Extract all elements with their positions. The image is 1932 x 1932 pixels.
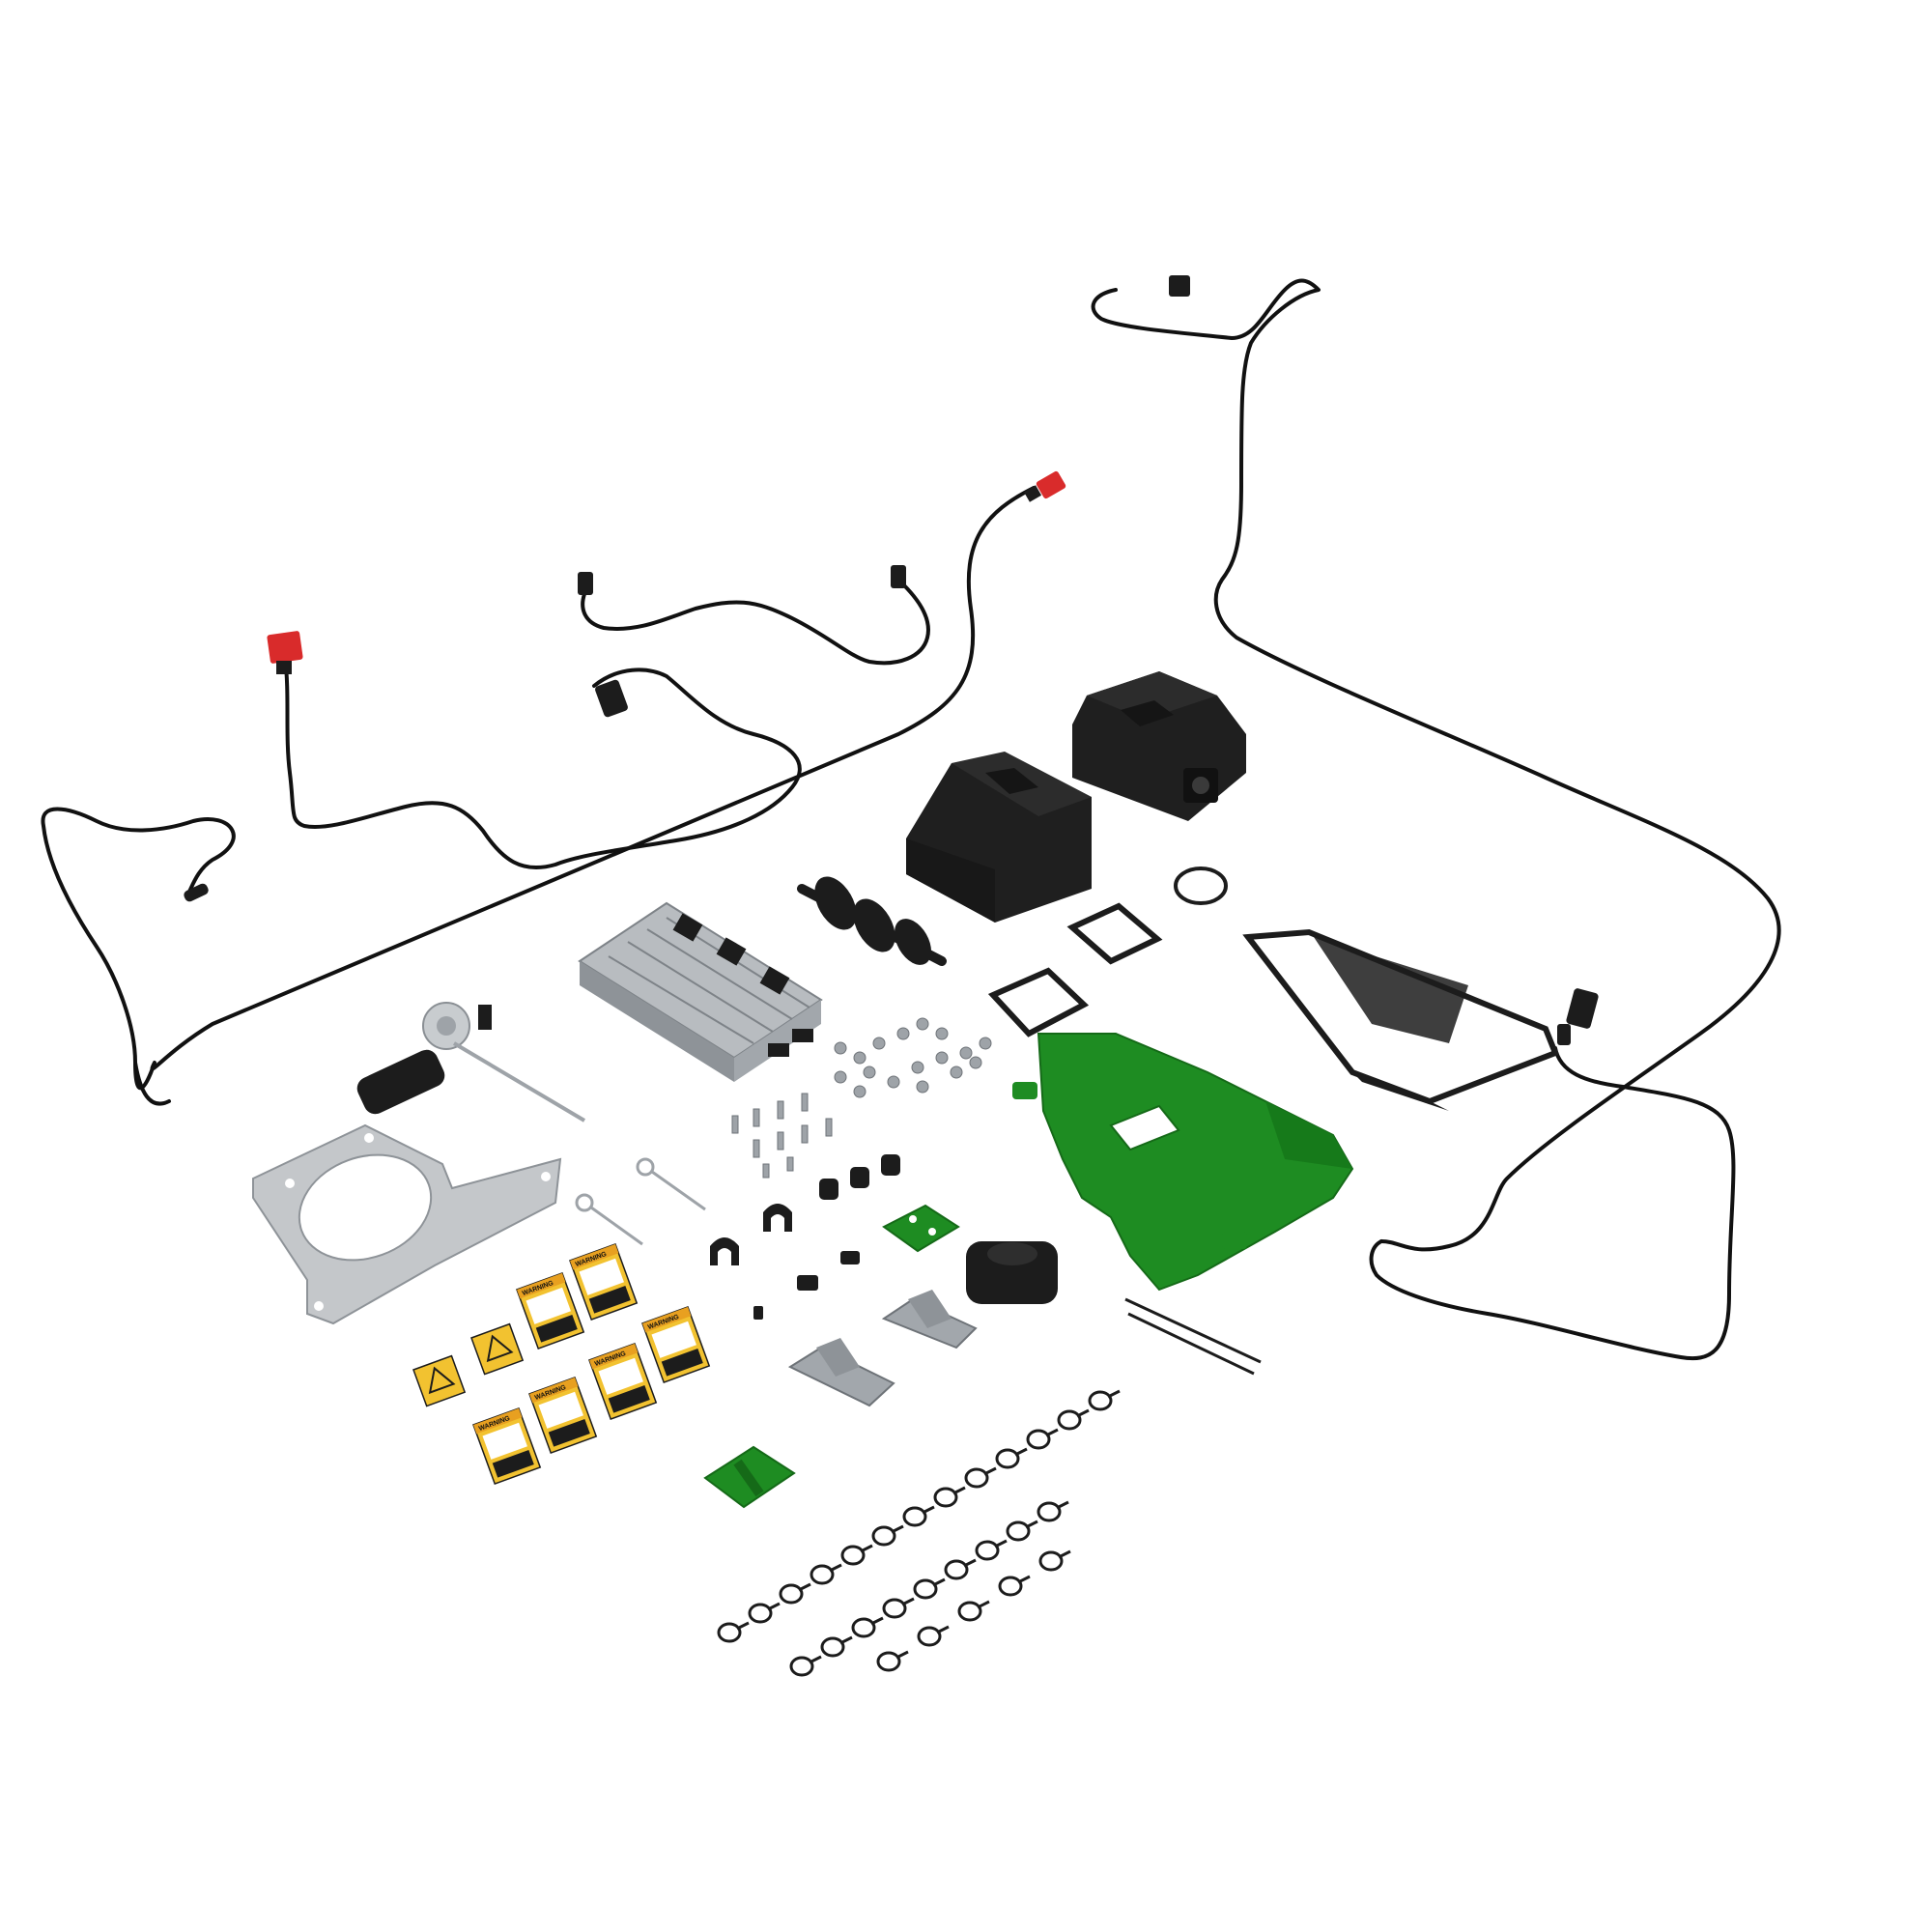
cotter-pins [575, 1157, 706, 1246]
decal-6: WARNING [472, 1406, 542, 1486]
metal-latch-lower [787, 1338, 895, 1407]
housing-right [1072, 671, 1246, 821]
hose-clip-tab-3 [798, 1582, 811, 1592]
hose-clip-5 [840, 1545, 866, 1566]
hose-clip-tab-11 [1045, 1428, 1059, 1437]
hose-clip-13 [1088, 1390, 1113, 1411]
hose-clip-tab-10 [1014, 1447, 1028, 1457]
hose-clip-17 [882, 1598, 907, 1619]
fasteners-bolts [731, 1017, 992, 1179]
black-clamps [710, 1204, 860, 1320]
hose-clip-tab-14 [809, 1655, 822, 1664]
connector-black-d [184, 883, 209, 902]
connector-black-b [891, 565, 906, 588]
hose-clip-tab-1 [736, 1621, 750, 1631]
decal-5: WARNING [528, 1376, 598, 1455]
hose-clip-19 [944, 1559, 969, 1580]
hose-clip-8 [933, 1487, 958, 1508]
connector-red-left [267, 631, 303, 674]
gasket-square-a [987, 967, 1090, 1037]
bearing-housing [966, 1241, 1058, 1304]
hose-clip-tab-26 [1017, 1575, 1031, 1584]
decal-3: WARNING [641, 1305, 711, 1384]
decal-small-2 [412, 1354, 467, 1407]
hose-clips [717, 1389, 1121, 1677]
metal-latch-upper [881, 1290, 978, 1350]
wire-harness-center [283, 582, 930, 870]
hose-clip-2 [748, 1603, 773, 1624]
hose-clip-3 [779, 1583, 804, 1605]
hose-clip-tab-13 [1107, 1389, 1121, 1399]
gasket-square-b [1066, 902, 1163, 965]
hose-clip-4 [810, 1564, 835, 1585]
hose-clip-27 [1038, 1550, 1064, 1572]
hose-clip-tab-2 [767, 1602, 781, 1611]
controller-module [578, 901, 823, 1082]
hose-clip-tab-16 [870, 1616, 884, 1626]
hose-clip-tab-8 [952, 1486, 966, 1495]
connector-black-f [1557, 988, 1599, 1045]
hose-clip-12 [1057, 1409, 1082, 1431]
connector-black-a [578, 572, 593, 595]
hose-clip-tab-9 [983, 1466, 997, 1476]
hose-clip-25 [957, 1601, 982, 1622]
hose-clip-tab-7 [922, 1505, 935, 1515]
hose-clip-tab-24 [936, 1625, 950, 1634]
wire-harness-right [1091, 278, 1781, 1361]
hose-clip-11 [1026, 1429, 1051, 1450]
green-cover-panel [1012, 1033, 1354, 1292]
hose-clip-14 [789, 1656, 814, 1677]
hose-clip-tab-20 [994, 1539, 1008, 1548]
hose-clip-24 [917, 1626, 942, 1647]
hose-clip-15 [820, 1636, 845, 1658]
hose-clip-6 [871, 1525, 896, 1547]
mounting-bracket [252, 1123, 562, 1325]
hose-clip-tab-19 [963, 1558, 977, 1568]
hose-clip-tab-4 [829, 1563, 842, 1573]
hose-clip-1 [717, 1622, 742, 1643]
hose-clip-21 [1006, 1520, 1031, 1542]
hose-clip-10 [995, 1448, 1020, 1469]
connector-black-c [595, 679, 628, 718]
housing-left [906, 752, 1092, 923]
hose-clip-tab-6 [891, 1524, 904, 1534]
hose-clip-7 [902, 1506, 927, 1527]
hose-clip-26 [998, 1576, 1023, 1597]
connector-black-e [1169, 275, 1190, 297]
hose-clip-tab-22 [1056, 1500, 1069, 1510]
hose-clip-tab-12 [1076, 1408, 1090, 1418]
hose-clip-tab-25 [977, 1600, 990, 1609]
hose-clip-18 [913, 1578, 938, 1600]
wire-harness-main [41, 486, 1036, 1106]
decal-1: WARNING [569, 1242, 639, 1321]
hose-clip-tab-17 [901, 1597, 915, 1606]
hose-clip-23 [876, 1651, 901, 1672]
green-hinge-upper [882, 1204, 960, 1253]
auger [797, 876, 947, 966]
decal-4: WARNING [588, 1342, 658, 1421]
hose-clip-tab-15 [839, 1635, 853, 1645]
hose-clip-22 [1037, 1501, 1062, 1522]
hose-clip-tab-5 [860, 1544, 873, 1553]
hose-clip-20 [975, 1540, 1000, 1561]
decal-2: WARNING [516, 1271, 585, 1350]
motor-actuator [356, 1002, 586, 1122]
connector-red-top [1023, 470, 1066, 502]
warning-decals: WARNING WARNING WARNING WARNING [412, 1242, 711, 1486]
ring-seal [1174, 867, 1228, 905]
cable-ties [1124, 1297, 1262, 1376]
harness-left-loop [41, 486, 1036, 1091]
hose-clip-tab-27 [1058, 1549, 1071, 1559]
decal-small-1 [470, 1322, 525, 1376]
rubber-bumpers [819, 1154, 900, 1200]
hose-clip-tab-21 [1025, 1520, 1038, 1529]
hose-clip-tab-18 [932, 1577, 946, 1587]
hose-clip-16 [851, 1617, 876, 1638]
hose-clip-tab-23 [895, 1650, 909, 1660]
green-hinge-lower [703, 1445, 796, 1509]
frame-panel [1242, 928, 1559, 1111]
hose-clip-9 [964, 1467, 989, 1489]
